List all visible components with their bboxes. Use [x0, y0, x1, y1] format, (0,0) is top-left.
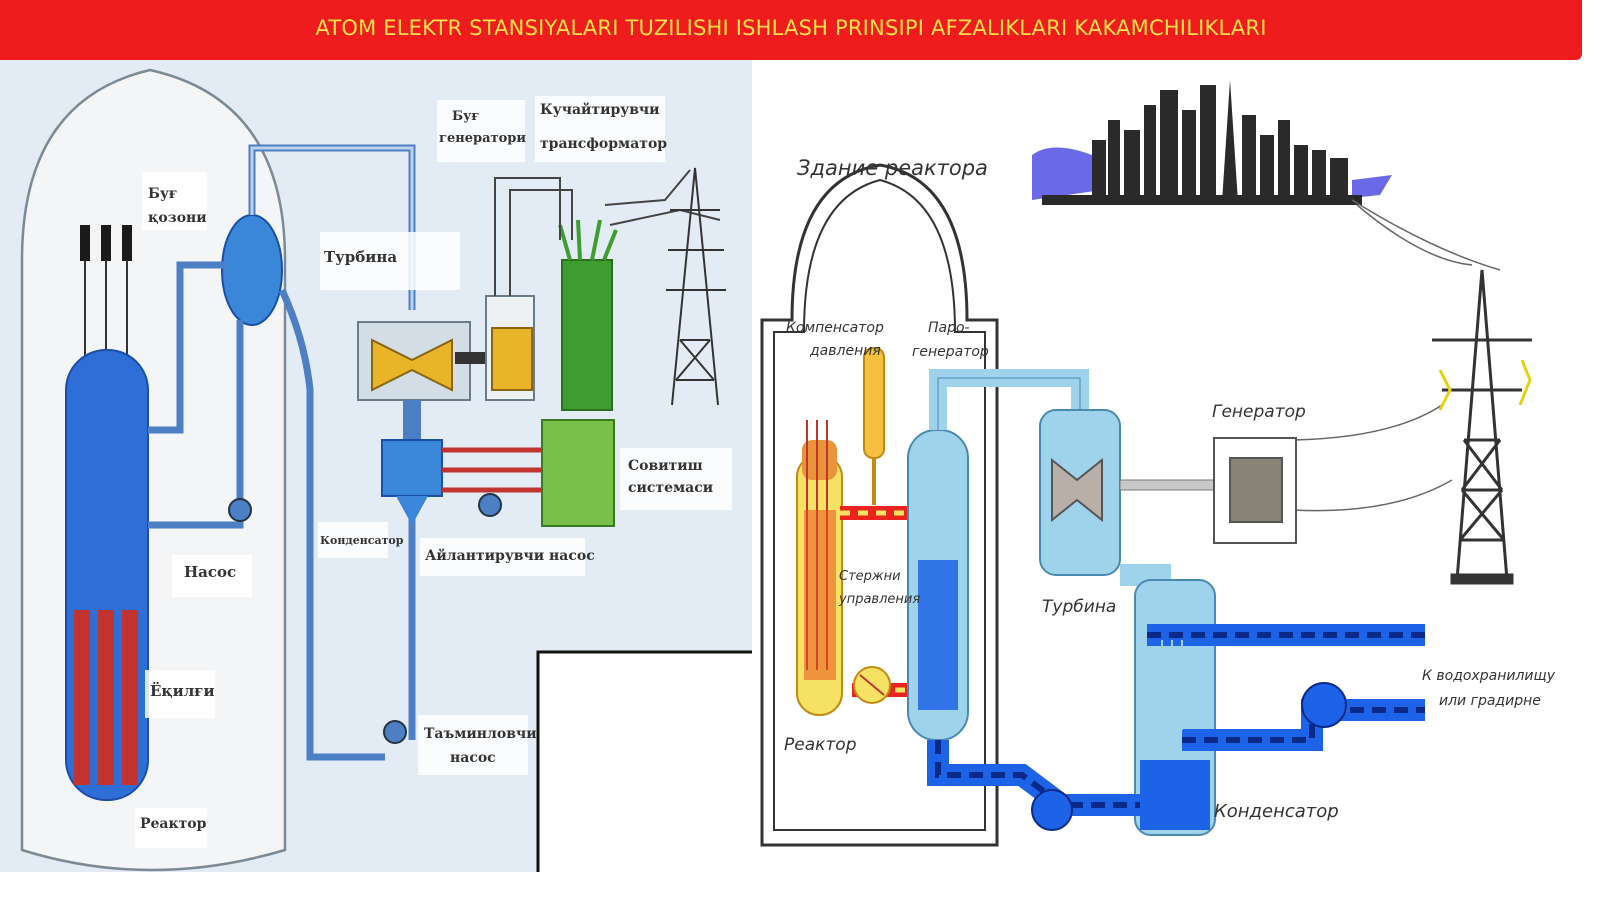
label-kompensator: Компенсатор [786, 320, 884, 336]
label-reaktor-right: Реактор [784, 735, 857, 755]
label-yoqilgi: Ёқилғи [150, 681, 215, 700]
feed-pump-right [1031, 789, 1073, 831]
label-sovutish: Совитиш [628, 458, 703, 474]
generator-right [1213, 437, 1297, 544]
fuel-rods [74, 610, 138, 785]
generator [491, 327, 533, 391]
label-kondensator-right: Конденсатор [1214, 801, 1339, 822]
label-sterzhni: Стержни [839, 569, 901, 584]
turbine [371, 338, 453, 392]
transmission-tower-right [1432, 269, 1532, 585]
label-nasos: Насос [184, 563, 236, 581]
label-taminlovchi-2: насос [450, 750, 496, 766]
steam-generator [221, 214, 283, 326]
steam-generator-right [907, 429, 969, 741]
circulation-pump [478, 493, 502, 517]
condenser [381, 439, 443, 497]
label-bug-kozoni: Буғ [148, 186, 178, 202]
label-bug-kozoni-2: қозони [148, 210, 207, 226]
page-title: ATOM ELEKTR STANSIYALARI TUZILISHI ISHLA… [315, 16, 1267, 40]
left-npp-diagram: Буғ қозони Буғ генератори Кучайтирувчи т… [0, 60, 752, 891]
transmission-tower-left [666, 167, 726, 406]
label-parogenerator: Паро- [928, 320, 970, 336]
label-sovutish-2: системаси [628, 480, 713, 496]
label-sterzhni-2: управления [838, 592, 920, 607]
step-up-transformer [561, 259, 613, 411]
label-generator: Генератор [1212, 402, 1306, 422]
label-vodohranilishe: К водохранилищу [1422, 668, 1556, 684]
right-npp-diagram: Здание реактора Компенсатор давления Пар… [752, 60, 1600, 899]
label-bug-generatori: Буғ [452, 109, 479, 124]
turbine-right [1039, 409, 1221, 576]
label-reaktor: Реактор [140, 816, 207, 832]
label-bug-generatori-2: генератори [439, 131, 526, 146]
cooling-system [541, 419, 615, 527]
label-taminlovchi: Таъминловчи [424, 726, 537, 742]
label-zdanie-reaktora: Здание реактора [797, 156, 988, 180]
city-skyline-icon [1032, 80, 1392, 205]
condenser-right [1120, 564, 1425, 836]
label-vodohranilishe-2: или градирне [1439, 693, 1541, 709]
label-kompensator-2: давления [809, 343, 881, 359]
label-kuchaytiruvchi: Кучайтирувчи [540, 101, 660, 118]
control-rods [80, 225, 132, 360]
label-turbina: Турбина [324, 248, 397, 266]
label-transformator: трансформатор [540, 136, 667, 152]
reactor-building [760, 163, 999, 847]
feed-pump [383, 720, 407, 744]
label-kondensator: Конденсатор [320, 534, 404, 547]
primary-pump [228, 498, 252, 522]
label-aylantiruvchi-nasos: Айлантирувчи насос [425, 547, 595, 564]
label-parogenerator-2: генератор [912, 344, 989, 360]
label-turbina-right: Турбина [1042, 597, 1116, 617]
title-banner: ATOM ELEKTR STANSIYALARI TUZILISHI ISHLA… [0, 0, 1582, 60]
